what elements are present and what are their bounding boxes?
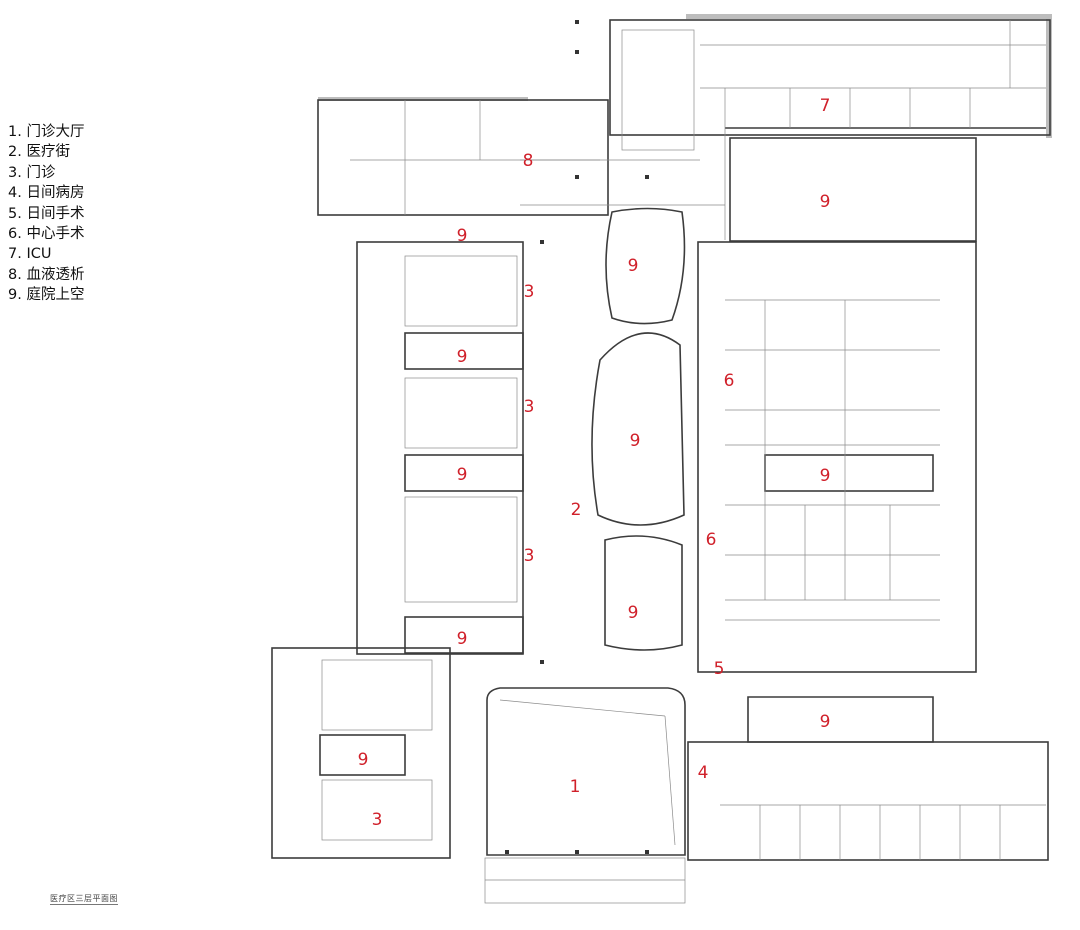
zone-label: 6: [724, 371, 735, 391]
zone-labels: 1 2 3 3 3 3 4 5 6 6 7 8 9 9 9 9 9 9 9 9 9 9 9: [358, 96, 831, 830]
zone-label: 9: [457, 629, 468, 649]
plan-linework: [271, 14, 1052, 904]
legend-item: 5. 日间手术: [8, 205, 85, 222]
zone-label: 9: [820, 192, 831, 212]
legend-item: 7. ICU: [8, 246, 52, 263]
zone-label: 4: [698, 763, 709, 783]
zone-label: 5: [714, 659, 725, 679]
zone-label: 9: [628, 603, 639, 623]
zone-label: 9: [358, 750, 369, 770]
zone-label: 9: [820, 466, 831, 486]
zone-label: 9: [628, 256, 639, 276]
legend-item: 1. 门诊大厅: [8, 124, 85, 140]
legend-item: 3. 门诊: [8, 164, 56, 181]
legend: 1. 门诊大厅 2. 医疗街 3. 门诊 4. 日间病房 5. 日间手术 6. …: [8, 122, 84, 306]
zone-label: 7: [820, 96, 831, 116]
zone-label: 8: [523, 151, 534, 171]
zone-label: 6: [706, 530, 717, 550]
zone-label: 9: [820, 712, 831, 732]
legend-item: 6. 中心手术: [8, 226, 85, 243]
zone-label: 9: [457, 226, 468, 246]
zone-label: 9: [457, 347, 468, 367]
legend-item: 4. 日间病房: [8, 185, 85, 202]
zone-label: 3: [524, 397, 535, 417]
legend-item: 8. 血液透析: [8, 266, 85, 283]
zone-label: 2: [571, 500, 582, 520]
zone-label: 3: [524, 546, 535, 566]
legend-item: 2. 医疗街: [8, 144, 70, 161]
legend-item: 9. 庭院上空: [8, 287, 85, 304]
plan-caption: 医疗区三层平面图: [50, 894, 118, 905]
zone-label: 3: [524, 282, 535, 302]
zone-label: 9: [630, 431, 641, 451]
zone-label: 9: [457, 465, 468, 485]
zone-label: 3: [372, 810, 383, 830]
zone-label: 1: [570, 777, 581, 797]
